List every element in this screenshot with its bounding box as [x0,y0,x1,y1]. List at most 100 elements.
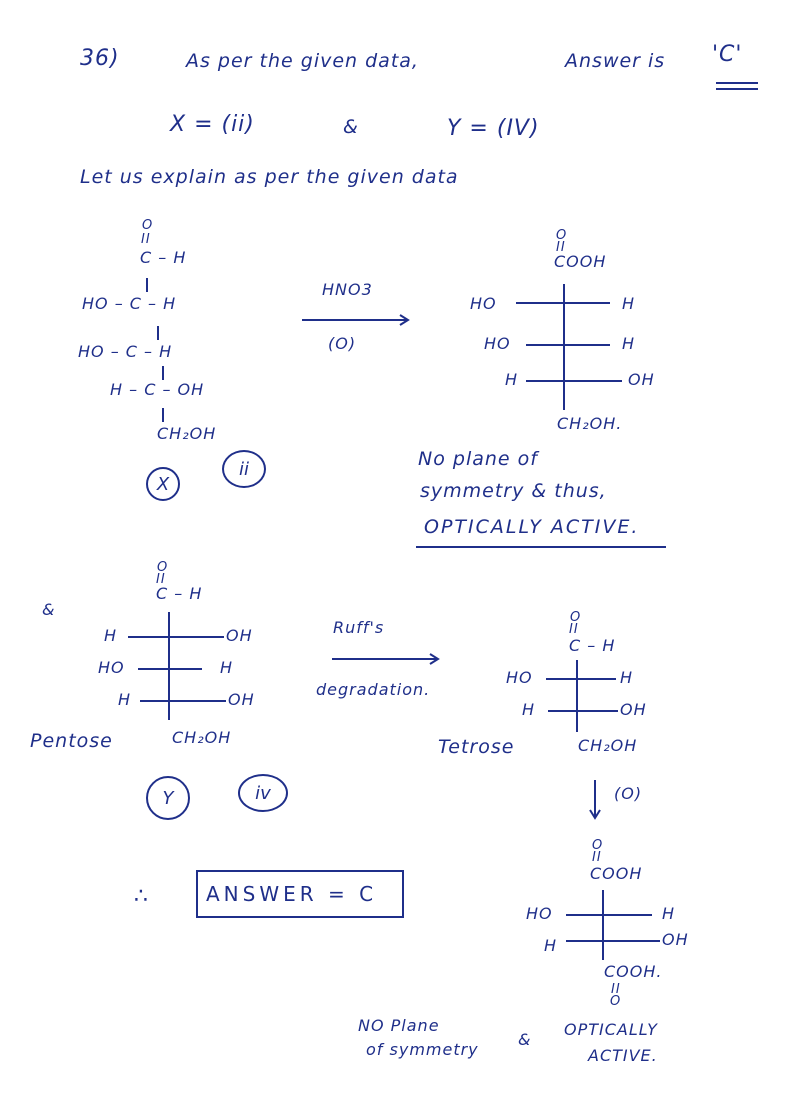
r1-row-3: H – C – OH [110,380,205,399]
r1-note-line-3: OPTICALLY ACTIVE. [424,516,640,538]
final-bar-1 [566,914,652,916]
final-bottom: COOH. [604,962,663,981]
r2-note-right-1: OPTICALLY [564,1020,658,1039]
r1p-bar-1 [516,302,610,304]
r2-arrow [332,653,440,665]
r2-note-left-2: of symmetry [366,1040,479,1059]
r2p-bottom: CH₂OH [578,736,638,755]
r1-note-line-2: symmetry & thus, [420,480,607,502]
question-number: 36) [80,46,120,71]
r2-carbonyl-dbl: II [156,572,166,587]
explain-line: Let us explain as per the given data [80,166,459,188]
r2-row-2-right: H [220,658,234,677]
r1p-backbone [563,284,565,410]
r1-double-bond: II [141,232,151,247]
answer-box-text: ANSWER = C [206,882,378,906]
y-assignment: Y = (IV) [447,116,540,141]
oxidation-down-arrow [589,780,601,820]
r2p-row-2-right: OH [620,700,647,719]
r1-aldehyde: C – H [140,248,187,267]
r2p-carbonyl-dbl: II [569,622,579,637]
r1-row-1: HO – C – H [82,294,177,313]
final-row-2-right: OH [662,930,689,949]
r1-note-line-1: No plane of [418,448,538,470]
r2-row-3-left: H [118,690,132,709]
r1-note-underline [416,546,666,548]
r2-bar-1 [128,636,224,638]
x-assignment: X = (ii) [170,112,255,137]
r1-bond-3 [162,366,164,380]
answer-underline-2 [716,88,758,90]
therefore-symbol: ∴ [134,884,149,909]
r1-row-2: HO – C – H [78,342,173,361]
r2-note-and: & [518,1030,532,1049]
label-ii-circle: ii [222,450,266,488]
r2-row-1-right: OH [226,626,253,645]
final-backbone [602,890,604,960]
r1p-carbonyl-o: O [556,228,568,243]
r2p-tetrose-label: Tetrose [438,736,515,758]
r2p-carbonyl-o: O [570,610,582,625]
r2-pentose-label: Pentose [30,730,113,752]
intro-text: As per the given data, [186,50,419,72]
label-x-circle: X [146,467,180,501]
and-symbol: & [343,116,359,138]
final-carbonyl-dbl: II [592,850,602,865]
final-carbonyl-o: O [592,838,604,853]
r2-note-right-2: ACTIVE. [588,1046,658,1065]
r1p-top: COOH [554,252,607,271]
r2-row-2-left: HO [98,658,125,677]
r2p-bar-1 [546,678,616,680]
r2-and-mark: & [42,600,56,619]
oxidation-label: (O) [614,784,643,803]
final-row-2-left: H [544,936,558,955]
r1-reagent-oxidation: (O) [328,334,357,353]
r2-reagent-ruff: Ruff's [333,618,385,637]
answer-value: 'C' [712,42,743,67]
final-row-1-left: HO [526,904,553,923]
r1p-bottom: CH₂OH. [557,414,623,433]
r1-arrow [302,314,410,326]
final-bar-2 [566,940,660,942]
r1p-row-1-left: HO [470,294,497,313]
r1p-row-2-right: H [622,334,636,353]
r1p-row-3-right: OH [628,370,655,389]
r1p-carbonyl-dbl: II [556,240,566,255]
r1-bond-4 [162,408,164,422]
answer-label: Answer is [565,50,666,72]
r1-top-oxygen: O [142,218,154,233]
r1p-row-3-left: H [505,370,519,389]
label-iv-circle: iv [238,774,288,812]
r1p-bar-2 [526,344,610,346]
r2p-row-1-left: HO [506,668,533,687]
r2-row-1-left: H [104,626,118,645]
r2p-backbone [576,660,578,732]
r2-reagent-degradation: degradation. [316,680,431,699]
r2-top: C – H [156,584,203,603]
r2p-bar-2 [548,710,618,712]
r1p-bar-3 [526,380,622,382]
r1p-row-2-left: HO [484,334,511,353]
r2p-top: C – H [569,636,616,655]
final-bottom-o: O [610,994,622,1009]
r2-backbone [168,612,170,720]
final-bottom-dbl: II [611,982,621,997]
r2p-row-1-right: H [620,668,634,687]
r2-note-left-1: NO Plane [358,1016,440,1035]
answer-underline [716,82,758,84]
r2-bar-3 [140,700,226,702]
r2-row-3-right: OH [228,690,255,709]
answer-box: ANSWER = C [196,870,404,918]
r1-bottom: CH₂OH [157,424,217,443]
r1p-row-1-right: H [622,294,636,313]
r2-bar-2 [138,668,202,670]
r2-bottom: CH₂OH [172,728,232,747]
label-y-circle: Y [146,776,190,820]
r1-bond-1 [146,278,148,292]
final-row-1-right: H [662,904,676,923]
r1-bond-2 [157,326,159,340]
r1-reagent-hno3: HNO3 [322,280,373,299]
r2p-row-2-left: H [522,700,536,719]
r2-carbonyl-o: O [157,560,169,575]
final-top: COOH [590,864,643,883]
